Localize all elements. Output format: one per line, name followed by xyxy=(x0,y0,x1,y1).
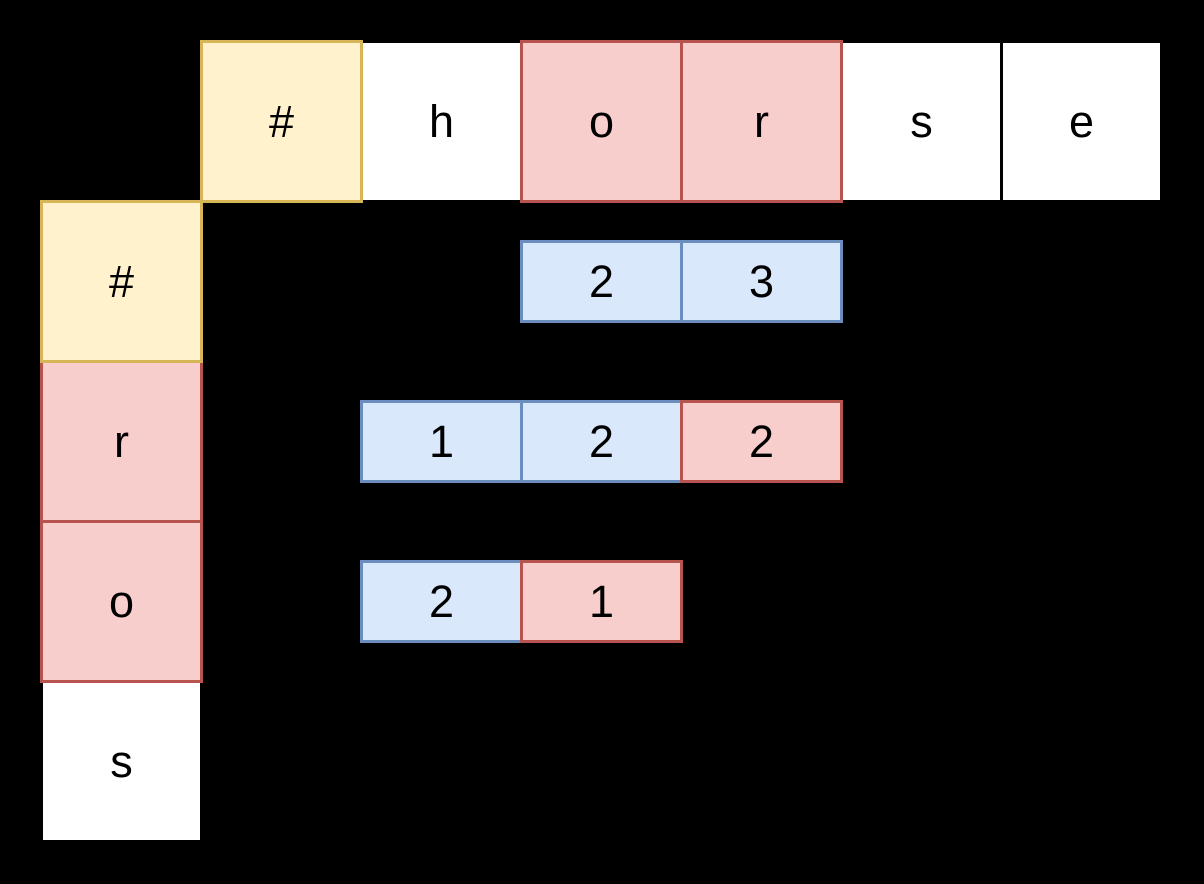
left-column-cell-s: s xyxy=(40,680,203,843)
value-cell-row2-col3: 2 xyxy=(680,400,843,483)
value-cell-row1-col1: 2 xyxy=(520,240,683,323)
left-column-cell-hash-label: # xyxy=(108,256,135,307)
left-column-cell-hash: # xyxy=(40,200,203,363)
value-cell-row2-col1-label: 1 xyxy=(428,416,455,467)
top-row-cell-hash: # xyxy=(200,40,363,203)
left-column-cell-r-label: r xyxy=(114,416,129,467)
top-row-cell-o-label: o xyxy=(588,96,615,147)
top-row-cell-s-label: s xyxy=(910,96,933,147)
top-row-cell-r: r xyxy=(680,40,843,203)
top-row-cell-e-label: e xyxy=(1068,96,1095,147)
value-cell-row3-col1: 2 xyxy=(360,560,523,643)
value-cell-row1-col2-label: 3 xyxy=(748,256,775,307)
left-column-cell-o: o xyxy=(40,520,203,683)
left-column-cell-r: r xyxy=(40,360,203,523)
value-cell-row1-col1-label: 2 xyxy=(588,256,615,307)
value-cell-row3-col2-label: 1 xyxy=(588,576,615,627)
top-row-cell-o: o xyxy=(520,40,683,203)
value-cell-row2-col1: 1 xyxy=(360,400,523,483)
value-cell-row2-col2-label: 2 xyxy=(588,416,615,467)
value-cell-row2-col3-label: 2 xyxy=(748,416,775,467)
left-column-cell-s-label: s xyxy=(110,736,133,787)
value-cell-row3-col2: 1 xyxy=(520,560,683,643)
top-row-cell-r-label: r xyxy=(754,96,769,147)
value-cell-row3-col1-label: 2 xyxy=(428,576,455,627)
value-cell-row1-col2: 3 xyxy=(680,240,843,323)
top-row-cell-h: h xyxy=(360,40,523,203)
top-row-cell-h-label: h xyxy=(428,96,455,147)
value-cell-row2-col2: 2 xyxy=(520,400,683,483)
top-row-cell-hash-label: # xyxy=(268,96,295,147)
left-column-cell-o-label: o xyxy=(108,576,135,627)
top-row-cell-e: e xyxy=(1000,40,1163,203)
top-row-cell-s: s xyxy=(840,40,1003,203)
